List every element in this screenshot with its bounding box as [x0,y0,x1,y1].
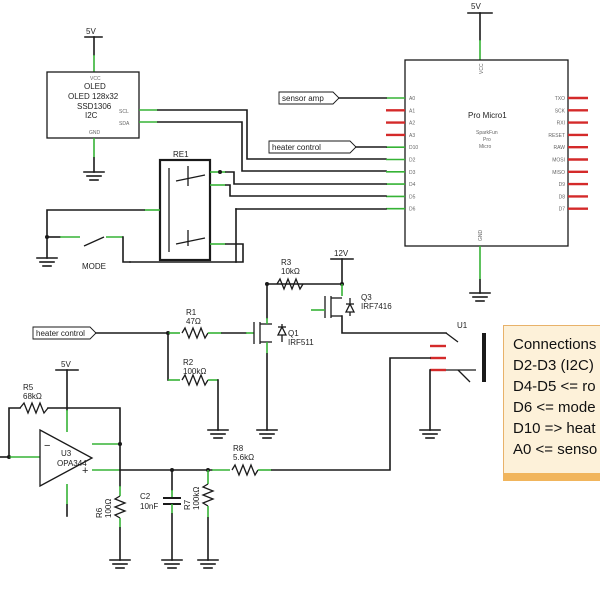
promicro-left-pin-label: D6 [409,207,416,213]
net-label-sensor-amp-text: sensor amp [282,94,324,103]
promicro-left-pin-label: D3 [409,170,416,176]
promicro-right-pin-label: D7 [559,207,566,213]
note-line-6: A0 <= senso [513,441,598,458]
r1-value: 47Ω [186,317,201,326]
oled-vcc-rail-label: 5V [86,27,96,36]
oled-pin-sda: SDA [119,121,130,127]
promicro-left-pin-label: A2 [409,121,415,127]
note-line-2: D2-D3 (I2C) [513,357,594,374]
opamp-minus-sign: − [44,440,50,452]
promicro-right-pin-label: TXO [555,96,565,102]
promicro-left-pin-label: D4 [409,182,416,188]
u1-ref: U1 [457,321,468,330]
mosfet-12v-rail-label: 12V [334,249,349,258]
note-line-5: D10 => heat [513,420,596,437]
opamp-5v-rail-label: 5V [61,360,71,369]
r2-ref: R2 [183,358,194,367]
q1-stage: heater control R1 47Ω R2 100kΩ Q1 IRF511 [32,308,314,439]
oled-line-4: I2C [85,111,98,120]
net-label-sensor-amp: sensor amp [278,91,387,105]
promicro-title: Pro Micro1 [468,111,507,120]
promicro-right-pin-label: MOSI [552,158,565,164]
r8-ref: R8 [233,444,244,453]
q1-value: IRF511 [288,338,314,347]
promicro-right-pin-label: D9 [559,182,566,188]
connector-u1: U1 [419,321,486,439]
promicro-left-pin-label: D2 [409,158,416,164]
u3-value: OPA344 [57,459,87,468]
promicro-vcc-rail-label: 5V [471,2,481,11]
oled-pin-gnd: GND [89,130,101,136]
mode-switch: MODE [36,235,131,271]
promicro-right-pin-label: SCK [555,108,566,114]
promicro-left-pin-label: A1 [409,108,415,114]
pro-micro: 5V VCC Pro Micro1 SparkFun Pro Micro GND… [386,2,588,302]
r6-value: 100Ω [104,499,113,518]
r3-value: 10kΩ [281,267,300,276]
r7-ref: R7 [183,499,192,510]
promicro-left-pin-label: D10 [409,145,418,151]
r7-value: 100kΩ [192,487,201,510]
promicro-right-pin-label: MISO [552,170,565,176]
promicro-left-pin-label: A0 [409,96,415,102]
mode-switch-label: MODE [82,262,106,271]
note-line-3: D4-D5 <= ro [513,378,596,395]
note-line-4: D6 <= mode [513,399,596,416]
oled-line-1: OLED [84,82,106,91]
r3-ref: R3 [281,258,292,267]
promicro-sub-2: Pro [483,137,491,143]
c2-value: 10nF [140,502,158,511]
r5-value: 68kΩ [23,392,42,401]
i2c-wires [157,109,387,172]
promicro-left-pin-label: D5 [409,194,416,200]
r6-ref: R6 [95,507,104,518]
promicro-right-pin-label: D8 [559,194,566,200]
net-label-heater-control-top: heater control [268,140,387,154]
promicro-gnd-pin: GND [478,230,484,242]
q3-stage: 12V R3 10kΩ Q3 IRF7416 [265,249,447,334]
r8-value: 5.6kΩ [233,453,254,462]
relay-wires [46,171,387,263]
promicro-right-pin-label: RXI [557,121,565,127]
promicro-right-pin-label: RESET [548,133,565,139]
promicro-right-pin-label: RAW [554,145,566,151]
oled-line-2: OLED 128x32 [68,92,119,101]
q1-ref: Q1 [288,329,299,338]
oled-display: 5V VCC OLED OLED 128x32 SSD1306 I2C SCL … [46,27,158,181]
u3-ref: U3 [61,449,72,458]
opamp-plus-sign: + [82,465,88,477]
oled-pin-scl: SCL [119,109,129,115]
oled-pin-vcc: VCC [90,76,101,82]
c2-ref: C2 [140,492,151,501]
relay-re1: RE1 [144,150,226,262]
note-line-1: Connections [513,336,597,353]
net-label-heater-control-top-text: heater control [272,143,321,152]
q3-ref: Q3 [361,293,372,302]
r5-ref: R5 [23,383,34,392]
promicro-sub-1: SparkFun [476,130,498,136]
r1-ref: R1 [186,308,197,317]
oled-line-3: SSD1306 [77,102,112,111]
net-label-heater-control-bottom-text: heater control [36,329,85,338]
promicro-vcc-pin: VCC [479,63,485,74]
r2-value: 100kΩ [183,367,206,376]
promicro-sub-3: Micro [479,144,491,150]
promicro-left-pin-label: A3 [409,133,415,139]
opamp-stage: 5V R5 68kΩ − + U3 OPA344 R6 100Ω [0,357,431,569]
relay-ref: RE1 [173,150,189,159]
connections-note: Connections D2-D3 (I2C) D4-D5 <= ro D6 <… [503,325,600,481]
q3-value: IRF7416 [361,302,392,311]
